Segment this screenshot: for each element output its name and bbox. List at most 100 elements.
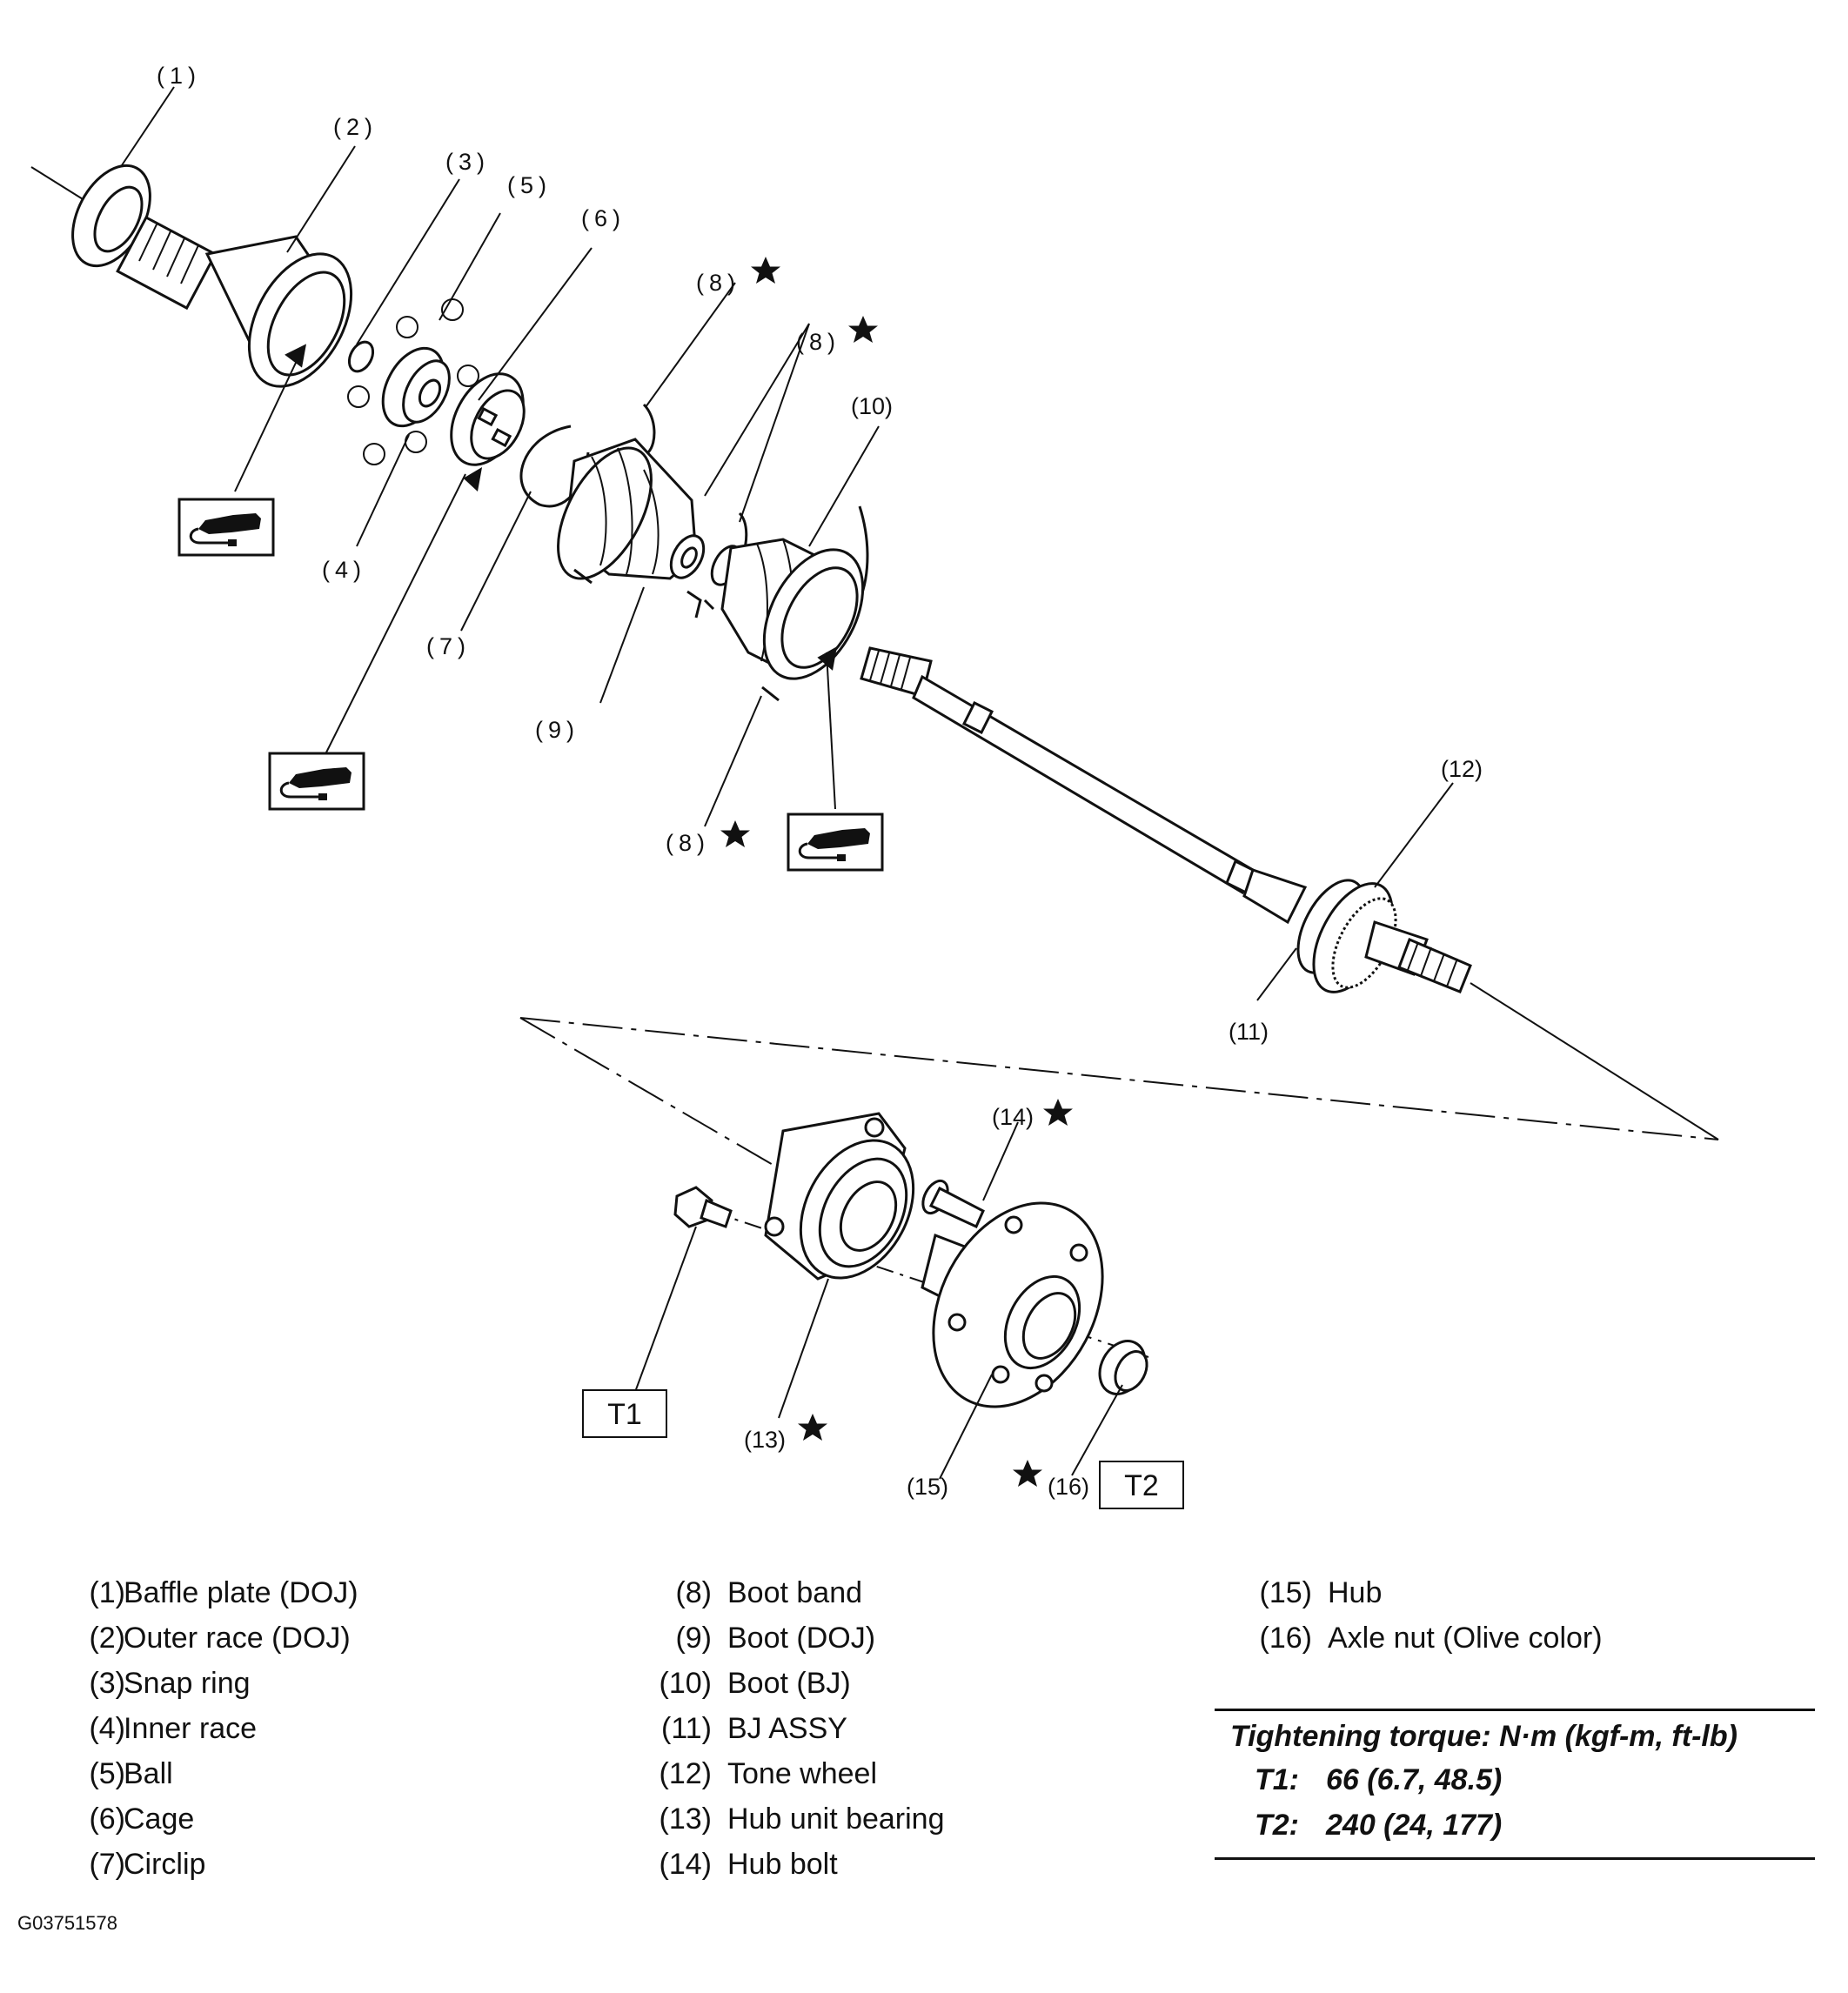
legend-item: (4)Inner race <box>56 1712 543 1757</box>
legend-item-number: (14) <box>659 1848 712 1881</box>
legend-item-number: (8) <box>675 1576 712 1609</box>
legend-item-number: (1) <box>89 1576 125 1609</box>
tightening-torque-table: Tightening torque: N·m (kgf-m, ft-lb) T1… <box>1215 1709 1815 1860</box>
legend-item-name: Cage <box>124 1802 195 1836</box>
callout-8a: (8) <box>696 270 740 296</box>
torque-key: T1: <box>1255 1763 1299 1796</box>
torque-table-bottom-rule <box>1215 1857 1815 1860</box>
torque-table-top-rule <box>1215 1709 1815 1711</box>
baffle-plate-part <box>71 164 151 268</box>
legend-item: (16) Axle nut (Olive color) <box>1242 1622 1799 1667</box>
axle-nut-part <box>1098 1340 1148 1395</box>
callout-12: (12) <box>1441 756 1483 782</box>
callout-10: (10) <box>851 393 893 419</box>
legend-item-name: Outer race (DOJ) <box>124 1622 351 1655</box>
torque-row-t2: T2: 240 (24, 177) <box>1215 1809 1815 1854</box>
legend-item-name: Tone wheel <box>727 1757 878 1790</box>
hub-bolt-part <box>921 1179 985 1228</box>
legend-item: (6)Cage <box>56 1802 543 1848</box>
legend-item-number: (2) <box>89 1622 125 1655</box>
callout-9: (9) <box>535 717 579 743</box>
legend-item-number: (5) <box>89 1757 125 1790</box>
legend-item: (15) Hub <box>1242 1576 1799 1622</box>
callout-3: (3) <box>445 149 490 175</box>
legend-item: (10) Boot (BJ) <box>642 1667 1129 1712</box>
figure-code: G03751578 <box>17 1912 117 1934</box>
cage-part <box>450 372 526 492</box>
legend-item-name: BJ ASSY <box>727 1712 847 1745</box>
ball-parts <box>347 298 479 465</box>
legend-item-name: Hub unit bearing <box>727 1802 945 1836</box>
legend-item: (14) Hub bolt <box>642 1848 1129 1893</box>
legend-item-name: Inner race <box>124 1712 258 1745</box>
legend-item: (13) Hub unit bearing <box>642 1802 1129 1848</box>
legend-item-number: (15) <box>1259 1576 1312 1609</box>
legend-item-number: (4) <box>89 1712 125 1745</box>
exploded-axle-diagram: T1 T2 (1) (2) (3) (5) (6) (8) (8) (10) (… <box>30 63 1719 1509</box>
callout-8b: (8) <box>796 329 840 355</box>
outer-race-part <box>116 215 353 388</box>
legend-item-name: Boot (DOJ) <box>727 1622 876 1655</box>
axle-centerline <box>30 166 1719 1358</box>
hub-unit-bearing-part <box>764 1112 915 1281</box>
torque-box-t1: T1 <box>582 1389 667 1438</box>
legend-item-number: (10) <box>659 1667 712 1700</box>
torque-box-t2: T2 <box>1099 1461 1184 1509</box>
legend-item-name: Ball <box>124 1757 173 1790</box>
torque-row-t1: T1: 66 (6.7, 48.5) <box>1215 1763 1815 1809</box>
boot-bj-part <box>710 538 865 680</box>
legend-item-number: (9) <box>675 1622 712 1655</box>
legend-item: (5)Ball <box>56 1757 543 1802</box>
bj-assy-part <box>1296 879 1472 993</box>
leader-lines <box>121 86 1454 1480</box>
callout-15: (15) <box>907 1474 948 1500</box>
legend-item-name: Hub bolt <box>727 1848 838 1881</box>
legend-item: (3)Snap ring <box>56 1667 543 1712</box>
legend-item-number: (3) <box>89 1667 125 1700</box>
callout-11: (11) <box>1229 1019 1269 1045</box>
callout-6: (6) <box>581 205 626 231</box>
parts-legend-column-2: (8)Boot band(9)Boot (DOJ)(10)Boot (BJ)(1… <box>642 1576 1129 1893</box>
legend-item: (9) Boot (DOJ) <box>642 1622 1129 1667</box>
torque-value: 240 (24, 177) <box>1326 1809 1503 1842</box>
legend-item-name: Axle nut (Olive color) <box>1328 1622 1603 1655</box>
svg-text:T2: T2 <box>1124 1469 1159 1502</box>
snap-ring-part <box>347 340 375 373</box>
legend-item-name: Hub <box>1328 1576 1383 1609</box>
legend-item-name: Boot (BJ) <box>727 1667 851 1700</box>
callout-2: (2) <box>333 114 378 140</box>
legend-item: (2)Outer race (DOJ) <box>56 1622 543 1667</box>
svg-text:T1: T1 <box>607 1398 642 1431</box>
axle-shaft-part <box>860 646 1308 925</box>
boot-doj-part <box>557 438 706 580</box>
legend-item-number: (16) <box>1259 1622 1312 1655</box>
callout-7: (7) <box>426 633 471 659</box>
parts-legend-column-1: (1)Baffle plate (DOJ)(2)Outer race (DOJ)… <box>56 1576 543 1893</box>
torque-value: 66 (6.7, 48.5) <box>1326 1763 1503 1796</box>
legend-item-number: (12) <box>659 1757 712 1790</box>
torque-key: T2: <box>1255 1809 1299 1842</box>
inner-race-part <box>381 346 451 428</box>
callout-13: (13) <box>744 1427 786 1453</box>
legend-item-number: (7) <box>89 1848 125 1881</box>
callout-14: (14) <box>992 1104 1034 1130</box>
legend-item: (7)Circlip <box>56 1848 543 1893</box>
callout-5: (5) <box>507 172 552 198</box>
callout-16: (16) <box>1048 1474 1089 1500</box>
legend-item: (1)Baffle plate (DOJ) <box>56 1576 543 1622</box>
parts-legend-column-3: (15) Hub (16) Axle nut (Olive color) <box>1242 1576 1799 1667</box>
legend-item-number: (6) <box>89 1802 125 1836</box>
legend-item-name: Boot band <box>727 1576 863 1609</box>
legend-item: (11) BJ ASSY <box>642 1712 1129 1757</box>
callout-4: (4) <box>322 557 366 583</box>
torque-table-title: Tightening torque: N·m (kgf-m, ft-lb) <box>1230 1720 1738 1753</box>
callout-8c: (8) <box>666 830 710 856</box>
legend-item: (8) Boot band <box>642 1576 1129 1622</box>
hub-unit-bearing-bolt-part <box>673 1186 733 1228</box>
legend-item: (12) Tone wheel <box>642 1757 1129 1802</box>
legend-item-number: (11) <box>661 1712 712 1745</box>
callout-1: (1) <box>157 63 201 89</box>
callout-labels: (1) (2) (3) (5) (6) (8) (8) (10) (4) (7)… <box>157 63 1483 1500</box>
legend-item-name: Baffle plate (DOJ) <box>124 1576 358 1609</box>
legend-item-number: (13) <box>659 1802 712 1836</box>
